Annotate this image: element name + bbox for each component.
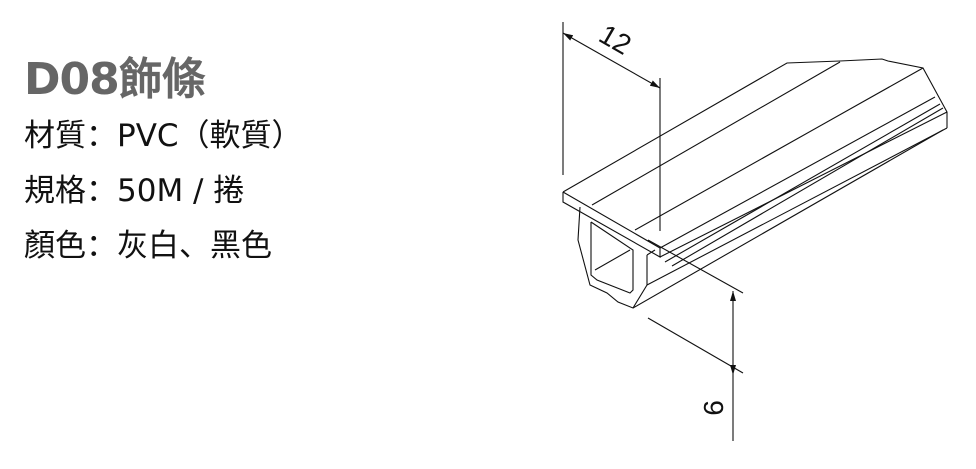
profile-body	[562, 58, 948, 309]
spec-material: 材質：PVC（軟質）	[24, 116, 303, 156]
spec-value: 50M / 捲	[117, 173, 245, 209]
dimension-height: 9	[647, 239, 744, 441]
spec-label: 顏色	[24, 228, 86, 264]
height-dimension-label: 9	[698, 400, 729, 416]
spec-value: 灰白、黑色	[117, 228, 272, 264]
spec-color: 顏色：灰白、黑色	[24, 226, 272, 266]
spec-sep: ：	[86, 228, 117, 264]
product-title: D08飾條	[24, 54, 206, 105]
dimension-width: 12	[562, 18, 661, 231]
spec-sep: ：	[86, 118, 117, 154]
spec-label: 材質	[24, 118, 86, 154]
spec-sep: ：	[86, 173, 117, 209]
spec-size: 規格：50M / 捲	[24, 171, 244, 211]
spec-value: PVC（軟質）	[117, 118, 303, 154]
spec-label: 規格	[24, 173, 86, 209]
